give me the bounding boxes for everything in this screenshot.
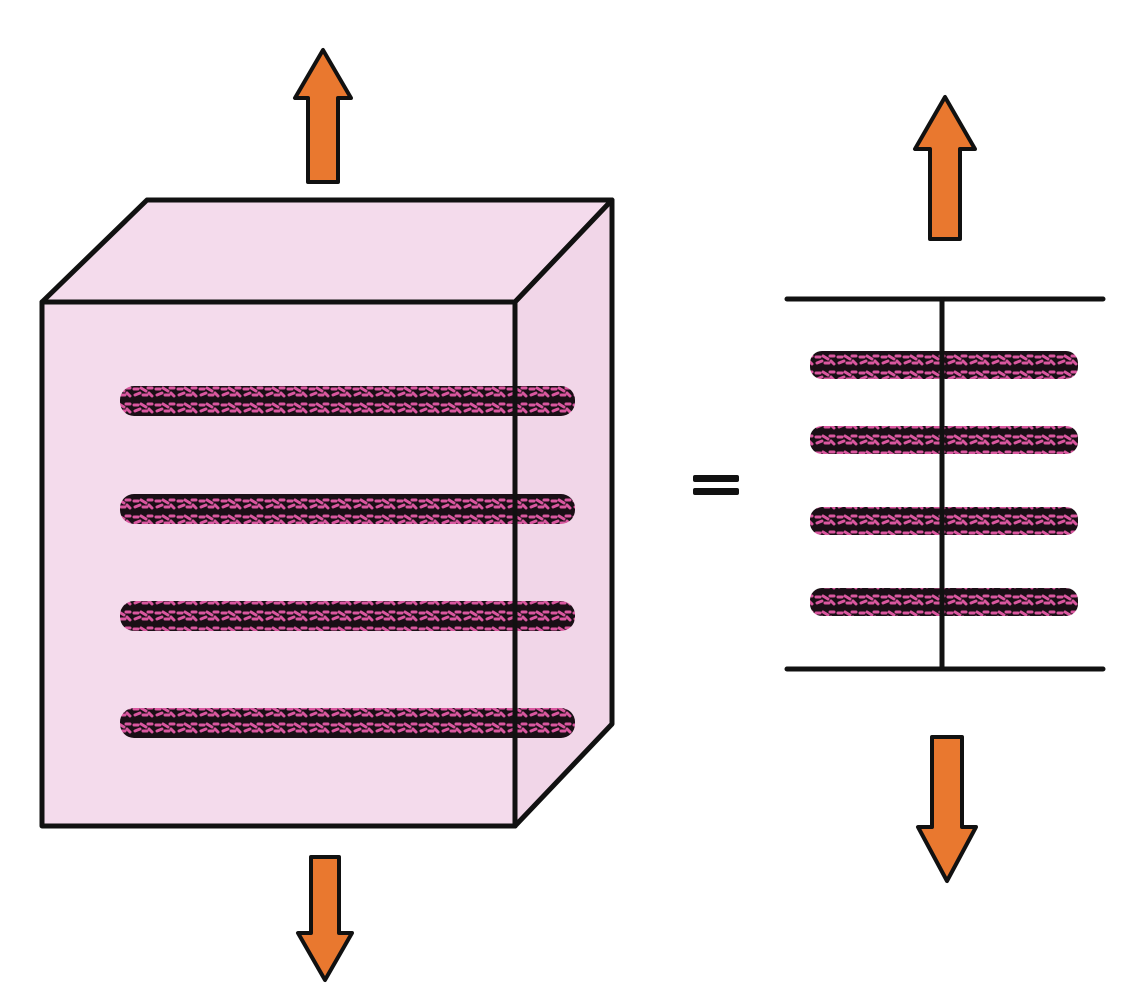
block-top-arrow xyxy=(293,48,353,184)
down-arrow-icon xyxy=(296,855,354,982)
block-fiber-3 xyxy=(120,601,575,631)
up-arrow-icon xyxy=(913,95,977,241)
down-arrow-icon xyxy=(916,735,978,883)
block-fiber-4 xyxy=(120,708,575,738)
block-fiber-2 xyxy=(120,494,575,524)
equals-symbol xyxy=(693,475,739,495)
block-bottom-arrow xyxy=(296,855,354,982)
fiber-model xyxy=(784,296,1106,672)
model-top-arrow xyxy=(913,95,977,241)
up-arrow-icon xyxy=(293,48,353,184)
composite-block xyxy=(39,197,615,829)
block-front-face xyxy=(39,299,518,829)
model-bottom-arrow xyxy=(916,735,978,883)
block-fibers xyxy=(120,386,575,738)
block-fiber-1 xyxy=(120,386,575,416)
